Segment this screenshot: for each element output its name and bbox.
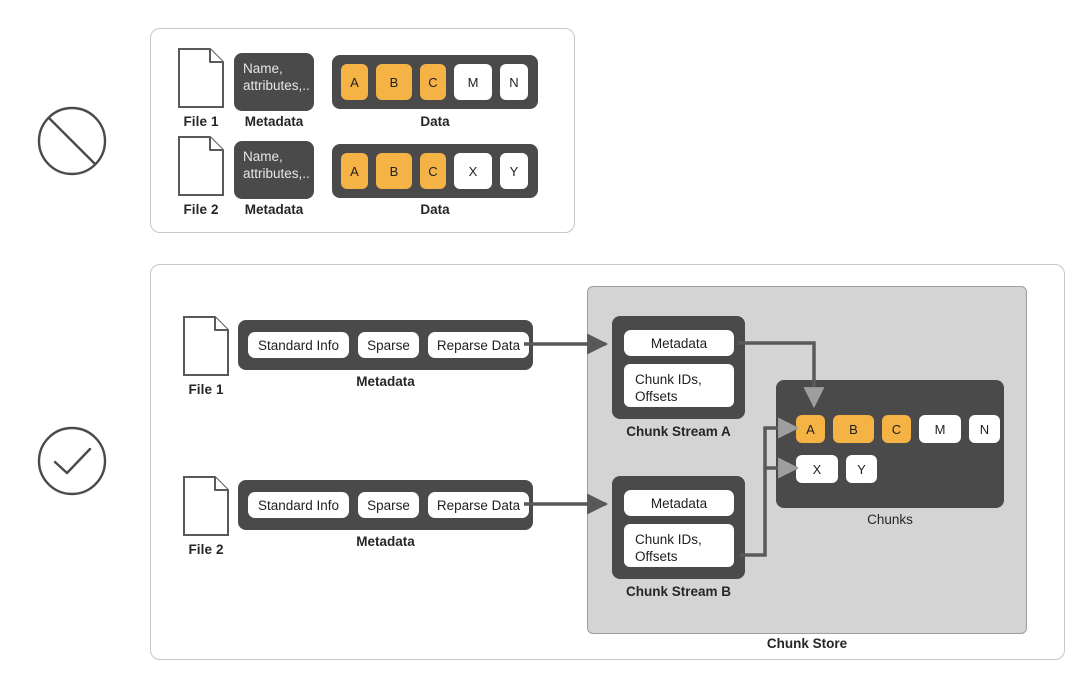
metadata-text-1: Name, attributes,.. [243,61,310,93]
chunk-stream-a-caption: Chunk Stream A [626,424,731,439]
file-label: File 1 [188,382,224,397]
store-chunk-y: Y [846,455,877,483]
prohibited-icon [36,105,108,177]
chunk-c: C [420,64,446,100]
attr-reparse-data: Reparse Data [428,332,529,358]
chunk-stream-b-metadata: Metadata [624,490,734,516]
chunk-n: N [500,64,528,100]
store-chunk-m: M [919,415,961,443]
chunk-m: M [454,64,492,100]
file-icon-block-4: File 2 [180,475,232,557]
metadata-caption-2: Metadata [244,202,304,217]
check-icon [36,425,108,497]
data-caption-1: Data [420,114,450,129]
file-label: File 2 [183,202,219,217]
chunk-a: A [341,64,368,100]
chunk-c: C [420,153,446,189]
chunk-store-caption: Chunk Store [766,636,848,651]
document-icon [183,316,229,376]
store-chunk-c: C [882,415,911,443]
file-label: File 2 [188,542,224,557]
chunk-stream-a-ids: Chunk IDs, Offsets [624,364,734,407]
document-icon [178,136,224,196]
attr-standard-info: Standard Info [248,492,349,518]
chunk-x: X [454,153,492,189]
metadata-text-2: Name, attributes,.. [243,149,310,181]
attr-reparse-data: Reparse Data [428,492,529,518]
document-icon [178,48,224,108]
file-icon-block-1: File 1 [175,47,227,129]
store-chunk-x: X [796,455,838,483]
store-chunk-n: N [969,415,1000,443]
file-metadata-caption-2: Metadata [356,534,415,549]
chunk-b: B [376,64,412,100]
chunk-stream-b-ids: Chunk IDs, Offsets [624,524,734,567]
document-icon [183,476,229,536]
file-metadata-caption-1: Metadata [356,374,415,389]
chunk-y: Y [500,153,528,189]
chunk-b: B [376,153,412,189]
chunk-stream-a-metadata: Metadata [624,330,734,356]
store-chunk-a: A [796,415,825,443]
store-chunk-b: B [833,415,874,443]
attr-standard-info: Standard Info [248,332,349,358]
metadata-box-1 [234,53,314,111]
data-caption-2: Data [420,202,450,217]
file-icon-block-3: File 1 [180,315,232,397]
file-icon-block-2: File 2 [175,135,227,217]
chunk-a: A [341,153,368,189]
attr-sparse: Sparse [358,332,419,358]
chunk-stream-b-caption: Chunk Stream B [625,584,732,599]
metadata-caption-1: Metadata [244,114,304,129]
chunks-group-box [776,380,1004,508]
metadata-box-2 [234,141,314,199]
attr-sparse: Sparse [358,492,419,518]
chunks-caption: Chunks [867,512,913,527]
file-label: File 1 [183,114,219,129]
